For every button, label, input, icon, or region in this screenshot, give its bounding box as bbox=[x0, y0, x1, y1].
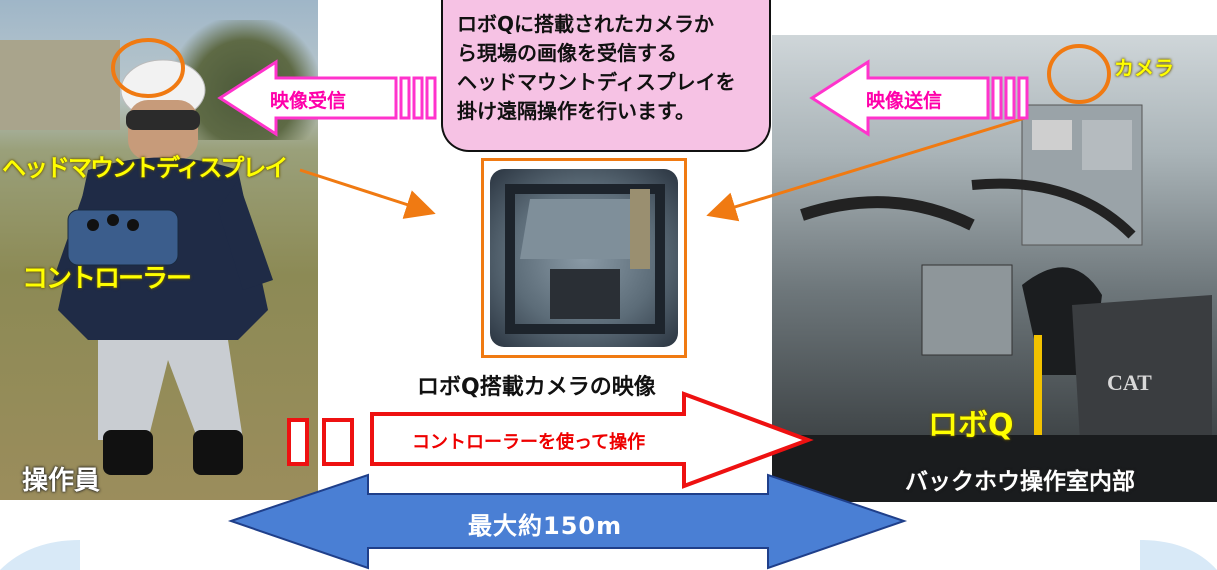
distance-label: 最大約150m bbox=[468, 512, 623, 540]
explanation-bubble: ロボQに搭載されたカメラか ら現場の画像を受信する ヘッドマウントディスプレイを… bbox=[441, 0, 771, 152]
camera-view-image bbox=[490, 169, 678, 347]
cab-label: バックホウ操作室内部 bbox=[905, 469, 1135, 495]
robo-q-label: ロボQ bbox=[928, 408, 1014, 443]
control-arrow-label: コントローラーを使って操作 bbox=[412, 432, 646, 453]
distance-arrow bbox=[227, 473, 908, 570]
cab-interior-figure: CAT bbox=[772, 104, 1217, 502]
receive-arrow-label: 映像受信 bbox=[270, 90, 347, 112]
control-arrow bbox=[287, 391, 814, 489]
hmd-label: ヘッドマウントディスプレイ bbox=[2, 154, 288, 182]
bottom-swoosh bbox=[0, 540, 1217, 570]
bubble-line: ヘッドマウントディスプレイを bbox=[457, 70, 736, 94]
bubble-line: 掛け遠隔操作を行います。 bbox=[457, 99, 695, 123]
send-arrow bbox=[809, 59, 1029, 137]
camera-label: カメラ bbox=[1114, 56, 1174, 80]
svg-text:CAT: CAT bbox=[1107, 370, 1152, 395]
send-arrow-label: 映像送信 bbox=[866, 90, 943, 112]
camera-view-frame bbox=[481, 158, 687, 358]
controller-label: コントローラー bbox=[22, 264, 192, 294]
operator-label: 操作員 bbox=[22, 466, 101, 496]
goggles-highlight bbox=[111, 38, 185, 98]
camera-view-caption: ロボQ搭載カメラの映像 bbox=[417, 375, 656, 400]
camera-highlight bbox=[1047, 44, 1111, 104]
receive-arrow bbox=[217, 59, 437, 137]
operator-figure bbox=[53, 59, 273, 475]
background-building bbox=[0, 40, 120, 130]
bubble-line: ロボQに搭載されたカメラか bbox=[457, 12, 715, 36]
bubble-line: ら現場の画像を受信する bbox=[457, 41, 677, 65]
